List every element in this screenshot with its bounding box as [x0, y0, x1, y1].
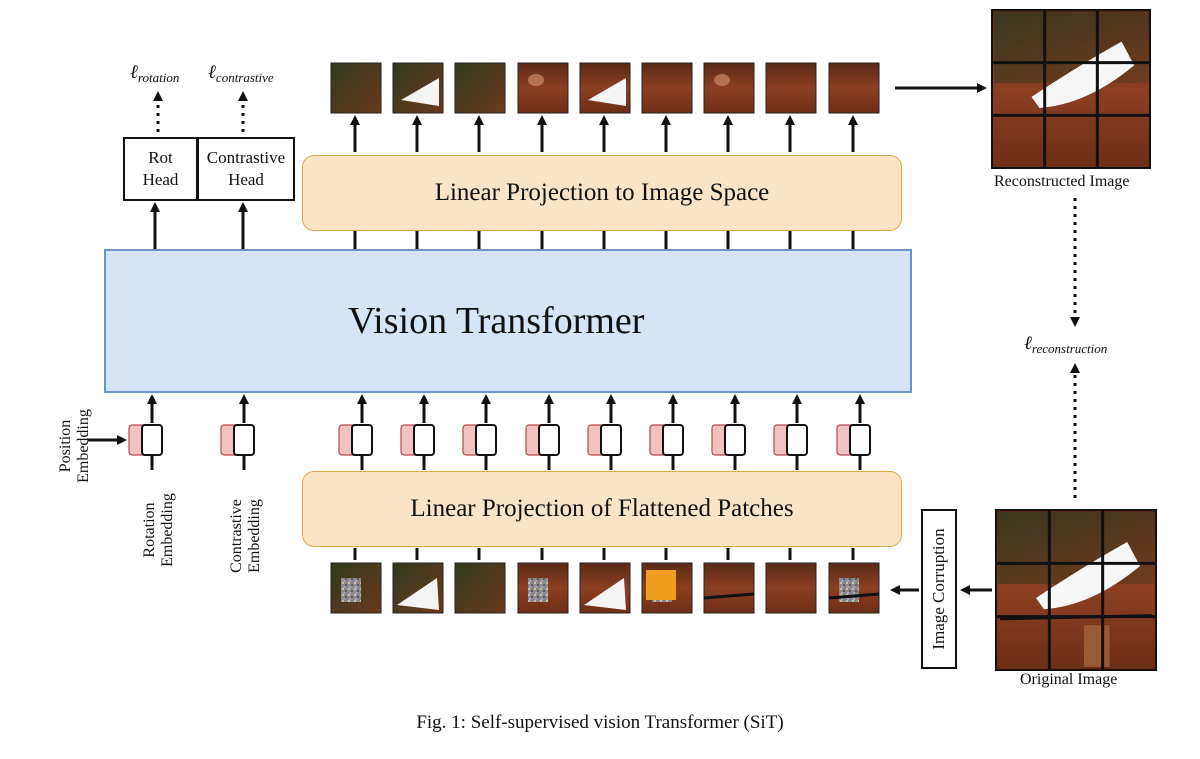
- linear-projection-image-space-label: Linear Projection to Image Space: [434, 179, 770, 206]
- loss-rotation-symbol: ℓ: [130, 62, 138, 83]
- linear-projection-flattened-block: Linear Projection of Flattened Patches: [302, 471, 902, 547]
- loss-rotation-subscript: rotation: [137, 70, 180, 86]
- output-patch: [765, 62, 817, 114]
- input-patch: [703, 562, 755, 614]
- token: [600, 424, 622, 456]
- token: [662, 424, 684, 456]
- corruption-noise: [341, 578, 361, 602]
- token: [413, 424, 435, 456]
- position-embedding-line2: Embedding: [75, 409, 92, 483]
- token: [351, 424, 373, 456]
- token: [475, 424, 497, 456]
- light-spot: [528, 74, 544, 86]
- loss-contrastive-label: ℓcontrastive: [208, 62, 274, 86]
- output-patch: [641, 62, 693, 114]
- loss-rotation-label: ℓrotation: [130, 62, 179, 86]
- token: [538, 424, 560, 456]
- loss-contrastive-subscript: contrastive: [215, 70, 274, 86]
- input-patch: [454, 562, 506, 614]
- linear-projection-image-space-block: Linear Projection to Image Space: [302, 155, 902, 231]
- light-spot: [714, 74, 730, 86]
- contrastive-embedding-label: Contrastive Embedding: [228, 488, 264, 584]
- rope-fragment: [828, 592, 880, 600]
- loss-reconstruction-subscript: reconstruction: [1031, 341, 1108, 357]
- image-corruption-label: Image Corruption: [929, 528, 948, 650]
- rotation-embedding-label: Rotation Embedding: [141, 488, 177, 572]
- position-embedding-label: Position Embedding: [57, 401, 93, 491]
- original-image-label: Original Image: [1020, 671, 1118, 688]
- bird-fragment: [588, 78, 626, 106]
- contrastive-embedding-line2: Embedding: [246, 499, 263, 573]
- output-patch: [828, 62, 880, 114]
- bird-fragment: [401, 78, 439, 106]
- figure-caption: Fig. 1: Self-supervised vision Transform…: [416, 712, 784, 733]
- image-corruption-box: Image Corruption: [921, 509, 957, 669]
- original-image-hair: [1084, 625, 1110, 667]
- corruption-noise: [528, 578, 548, 602]
- contrastive-head-block: Contrastive Head: [197, 137, 295, 201]
- original-image-gull: [1036, 542, 1140, 610]
- output-patch: [454, 62, 506, 114]
- rotation-embedding-line1: Rotation: [141, 502, 158, 558]
- rope-fragment: [703, 592, 755, 600]
- token: [724, 424, 746, 456]
- token: [233, 424, 255, 456]
- token: [786, 424, 808, 456]
- loss-reconstruction-symbol: ℓ: [1024, 333, 1032, 354]
- rot-head-line2: Head: [142, 170, 179, 189]
- contrastive-head-line2: Head: [228, 170, 264, 189]
- loss-contrastive-symbol: ℓ: [208, 62, 216, 83]
- bird-fragment: [397, 578, 439, 610]
- token: [141, 424, 163, 456]
- reconstructed-image-gull: [1031, 41, 1135, 108]
- rot-head-line1: Rot: [148, 148, 173, 167]
- output-patch: [330, 62, 382, 114]
- rotation-embedding-line2: Embedding: [159, 493, 176, 567]
- contrastive-embedding-line1: Contrastive: [228, 499, 245, 573]
- vision-transformer-block: Vision Transformer: [104, 249, 912, 393]
- bird-fragment: [584, 578, 626, 610]
- contrastive-head-line1: Contrastive: [206, 148, 286, 167]
- input-patch: [765, 562, 817, 614]
- output-patch: [517, 62, 569, 114]
- position-embedding-line1: Position: [57, 419, 74, 473]
- rot-head-block: Rot Head: [123, 137, 198, 201]
- color-patch: [646, 570, 676, 600]
- reconstructed-image-label: Reconstructed Image: [994, 173, 1130, 190]
- vision-transformer-label: Vision Transformer: [348, 300, 645, 342]
- loss-reconstruction-label: ℓreconstruction: [1024, 333, 1107, 357]
- token: [849, 424, 871, 456]
- linear-projection-flattened-label: Linear Projection of Flattened Patches: [410, 495, 794, 522]
- output-patch: [703, 62, 755, 114]
